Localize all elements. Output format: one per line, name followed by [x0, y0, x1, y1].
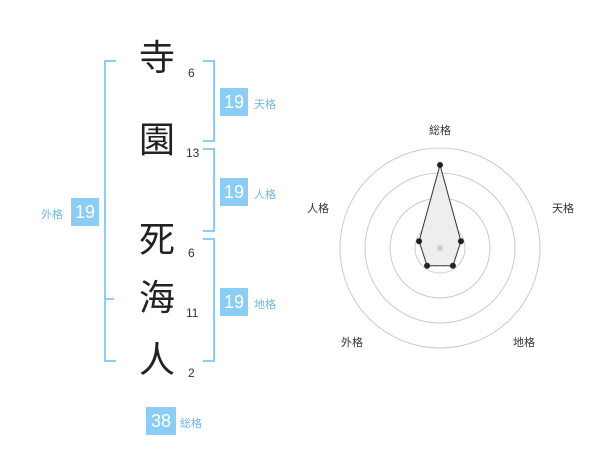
radar-point-2 — [449, 262, 456, 269]
jinkaku-label: 人格 — [254, 188, 276, 201]
given-strokes-2: 11 — [186, 306, 199, 320]
given-strokes-3: 2 — [188, 366, 195, 380]
chikaku-value-badge: 19 — [220, 288, 248, 316]
gaikaku-bracket-divider — [104, 298, 114, 300]
surname-strokes-2: 13 — [186, 146, 200, 160]
radar-point-4 — [416, 238, 423, 245]
chikaku-bracket — [203, 238, 215, 362]
given-strokes-1: 6 — [188, 246, 195, 260]
radar-axis-label-soukaku: 総格 — [429, 124, 451, 137]
tenkaku-value-badge: 19 — [220, 88, 248, 116]
radar-axis-label-tenkaku: 天格 — [552, 202, 574, 215]
tenkaku-label: 天格 — [254, 98, 276, 111]
gaikaku-value-badge: 19 — [71, 198, 99, 226]
surname-char-1: 寺 — [138, 38, 175, 79]
soukaku-value-badge: 38 — [146, 407, 176, 435]
radar-point-0 — [437, 162, 443, 168]
jinkaku-value-badge: 19 — [220, 178, 248, 206]
radar-center-dot — [437, 245, 443, 251]
soukaku-label: 総格 — [180, 417, 202, 430]
given-char-2: 海 — [138, 278, 175, 319]
radar-axis-label-jinkaku: 人格 — [307, 202, 329, 215]
tenkaku-bracket — [203, 60, 215, 142]
gaikaku-label: 外格 — [41, 208, 63, 221]
radar-grid-ring — [339, 147, 541, 349]
gaikaku-bracket — [104, 60, 116, 362]
radar-point-3 — [424, 262, 431, 269]
radar-axis-label-gaikaku: 外格 — [341, 336, 363, 349]
given-char-1: 死 — [138, 220, 175, 261]
given-char-3: 人 — [138, 340, 175, 381]
radar-point-1 — [457, 238, 464, 245]
surname-strokes-1: 6 — [188, 66, 195, 80]
radar-axis-label-chikaku: 地格 — [513, 336, 535, 349]
jinkaku-bracket — [203, 148, 215, 232]
surname-char-2: 園 — [138, 120, 175, 161]
chikaku-label: 地格 — [254, 298, 276, 311]
radar-value-polygon — [418, 163, 462, 267]
